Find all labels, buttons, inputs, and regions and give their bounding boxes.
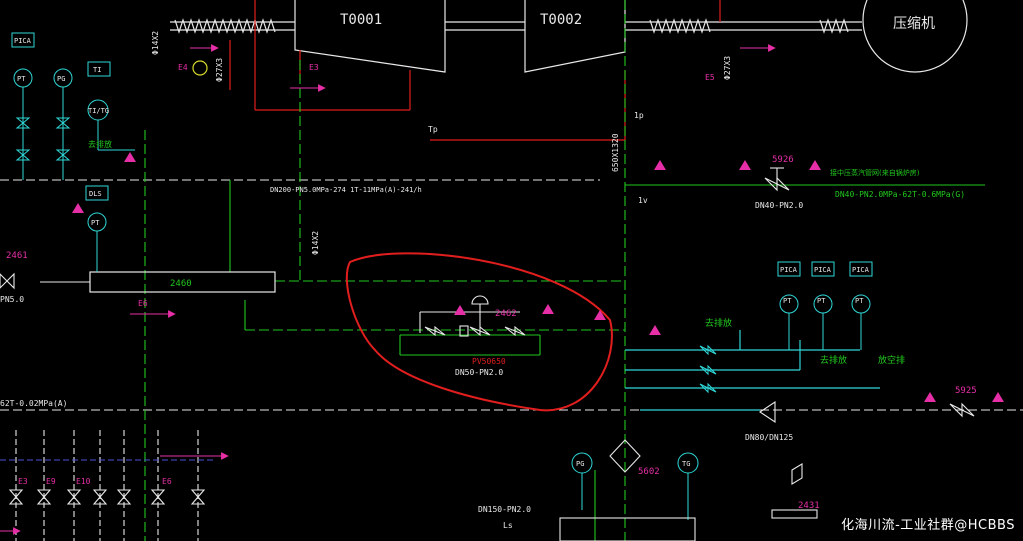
valve-2461[interactable] — [0, 272, 15, 290]
strainer-5602-tag: 5602 — [638, 467, 660, 477]
left-valves[interactable] — [15, 117, 71, 161]
red-highlight-circle — [345, 252, 613, 412]
lp-label: 1p — [634, 111, 644, 120]
line-dn200: DN200-PN5.0MPa-274 1T-11MPa(A)-241/h — [270, 186, 422, 194]
tag-e5: E5 — [705, 73, 715, 82]
tag-e3-top: E3 — [309, 63, 319, 72]
turbine-t0002-label: T0002 — [540, 12, 582, 28]
header-line-green — [144, 0, 985, 541]
instrument-group-left[interactable] — [11, 32, 135, 272]
line-dn40: DN40-PN2.0 — [755, 201, 803, 210]
valve-5925-tag: 5925 — [955, 386, 977, 396]
line-top-right: 接中压蒸汽管网(来自锅炉房) — [830, 168, 920, 177]
lv-label: 1v — [638, 196, 648, 205]
pt-r2: PT — [817, 297, 826, 305]
vertical-label-5: 650X1320 — [611, 133, 620, 172]
tag-e10: E10 — [76, 477, 91, 486]
strainer-5602[interactable] — [609, 439, 641, 473]
turbine-t0001-label: T0001 — [340, 12, 382, 28]
vertical-label-2: Φ27X3 — [215, 58, 224, 82]
pica-1: PICA — [780, 266, 798, 274]
drain-label-2: 去排放 — [820, 354, 847, 366]
bottom-left-valves[interactable] — [8, 489, 206, 505]
tltg-left: TI/TG — [88, 107, 109, 115]
pt-r3: PT — [855, 297, 864, 305]
cyan-drain-lines — [625, 330, 880, 411]
compressor[interactable] — [862, 0, 968, 73]
valve-2461-tag: 2461 — [6, 251, 28, 261]
turbine-t0002[interactable] — [524, 0, 626, 73]
left-line: 62T-0.02MPa(A) — [0, 399, 67, 408]
pica-2: PICA — [814, 266, 832, 274]
vertical-label-4: Φ27X3 — [723, 56, 732, 80]
vertical-label-1: Φ14X2 — [151, 31, 160, 55]
pt-left: PT — [17, 75, 26, 83]
vessel-2460-label: 2460 — [170, 279, 192, 289]
red-steam-lines — [229, 0, 721, 141]
pica-3: PICA — [852, 266, 870, 274]
tg-b: TG — [682, 460, 690, 468]
tag-e3: E3 — [18, 477, 28, 486]
tag-e6b: E6 — [162, 477, 172, 486]
watermark: 化海川流-工业社群@HCBBS — [841, 518, 1015, 533]
pica-left: PICA — [14, 37, 32, 45]
flow-arrows — [0, 44, 776, 535]
line-dn40b: DN40-PN2.0MPa-62T-0.6MPa(G) — [835, 190, 965, 199]
flag-markers — [72, 152, 1004, 402]
header-line-white — [0, 179, 1023, 411]
ti-left: TI — [93, 66, 101, 74]
drain-left: 去排放 — [88, 139, 112, 149]
valve-5926-tag: 5926 — [772, 155, 794, 165]
pg-b: PG — [576, 460, 584, 468]
tag-e9: E9 — [46, 477, 56, 486]
equipment-2431-tag: 2431 — [798, 501, 820, 511]
tag-e4: E4 — [178, 63, 188, 72]
instrument-group-right[interactable] — [777, 261, 873, 350]
yellow-hatch-marker — [192, 60, 208, 76]
pt-r1: PT — [783, 297, 792, 305]
control-valve-station[interactable]: 2462 PV50650 DN50-PN2.0 — [399, 295, 541, 377]
bottom-left-lines — [0, 430, 215, 541]
instrument-pg-tg[interactable] — [571, 452, 699, 520]
tag-e6a: E6 — [138, 299, 148, 308]
pt2-left: PT — [91, 219, 100, 227]
shaft-lines — [170, 18, 862, 34]
equipment-2431[interactable] — [771, 463, 818, 519]
ls-label: Ls — [503, 521, 513, 530]
left-pn: PN5.0 — [0, 295, 24, 304]
compressor-label: 压缩机 — [893, 16, 935, 32]
line-dn150: DN150-PN2.0 — [478, 505, 531, 514]
control-valve-tag: 2462 — [495, 309, 517, 319]
bottom-vessel[interactable] — [559, 517, 696, 541]
line-dn80: DN80/DN125 — [745, 433, 793, 442]
turbine-t0001[interactable] — [294, 0, 446, 73]
control-valve-line: DN50-PN2.0 — [455, 368, 503, 377]
reducer-dn80[interactable] — [759, 400, 776, 424]
cyan-valves[interactable] — [699, 344, 717, 394]
valve-5925[interactable] — [949, 402, 975, 418]
tp-label: Tp — [428, 125, 438, 134]
pg-left: PG — [57, 75, 65, 83]
drain-label-3: 放空排 — [878, 354, 905, 366]
control-valve-label: PV50650 — [472, 357, 506, 366]
drain-label-1: 去排放 — [705, 317, 732, 329]
vertical-label-3: Φ14X2 — [311, 231, 320, 255]
valve-5926[interactable] — [764, 167, 790, 192]
dls-left: DLS — [89, 190, 102, 198]
